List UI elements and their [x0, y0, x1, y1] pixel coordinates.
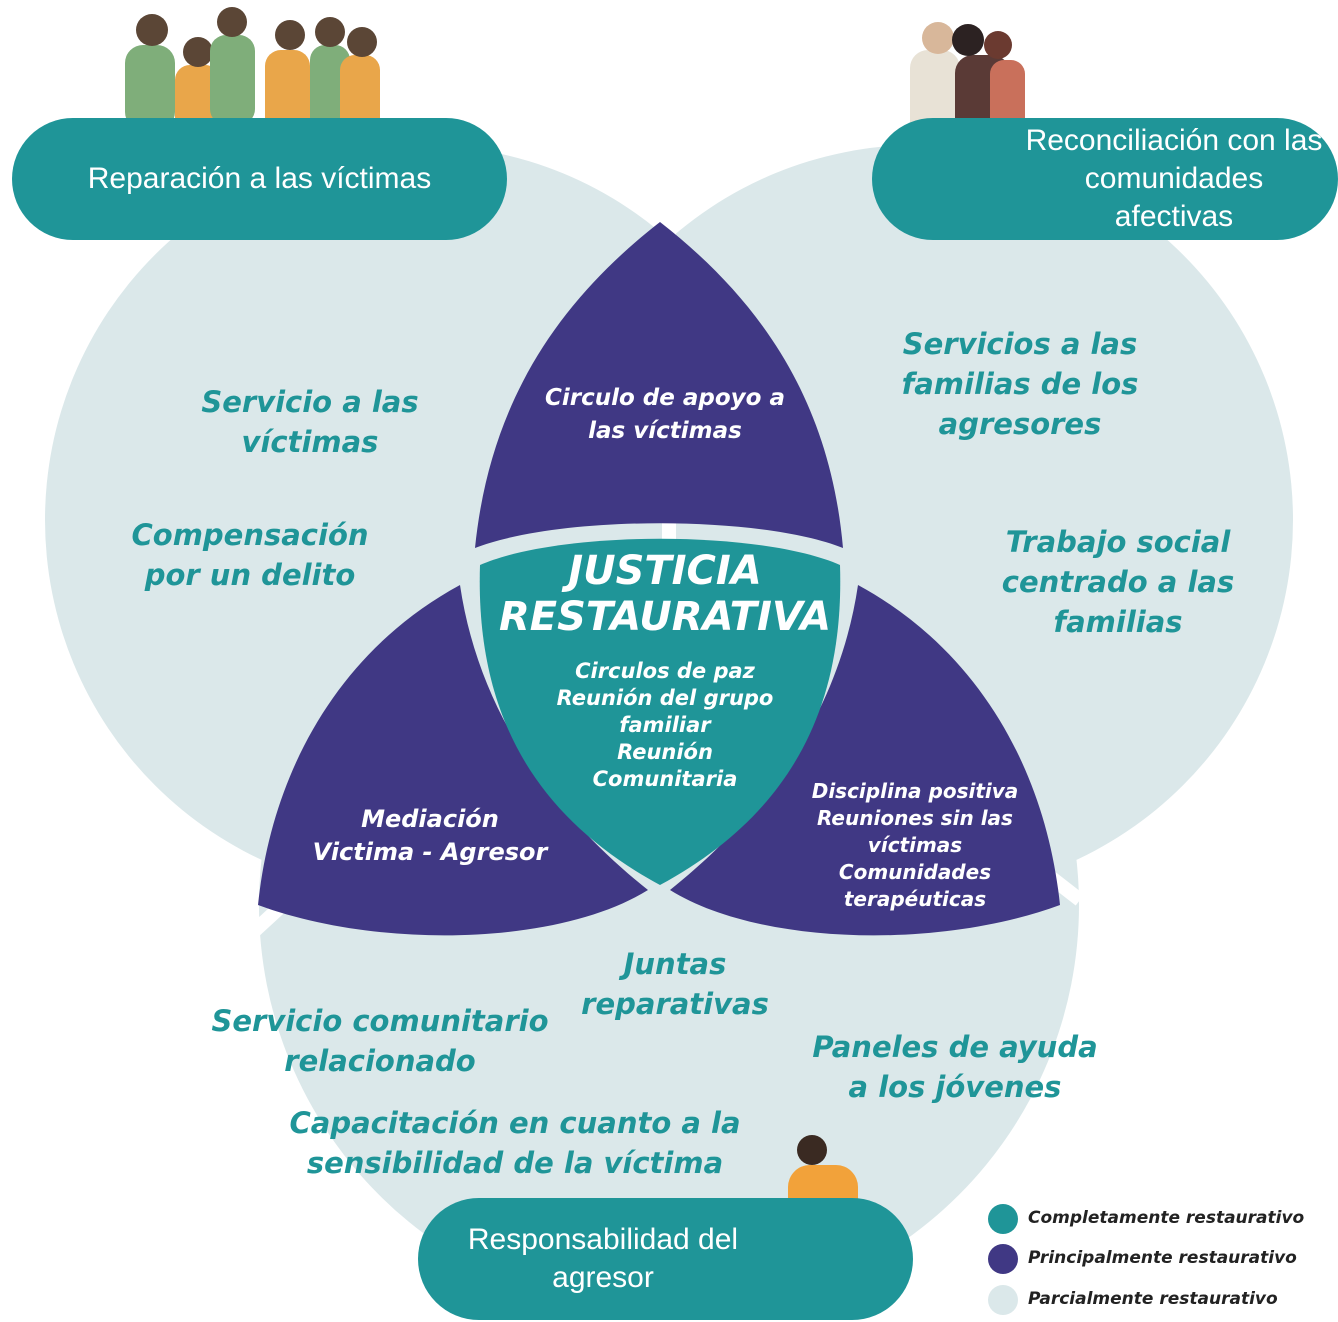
text-line: víctimas [241, 425, 379, 459]
offender-families-services-text: Servicios a las familias de los agresore… [870, 324, 1170, 444]
center-title: JUSTICIA RESTAURATIVA [490, 548, 840, 640]
offender-responsibility-pill: Responsabilidad del agresor [418, 1198, 913, 1320]
legend-label-completely: Completamente restaurativo [1028, 1208, 1305, 1228]
right-petal [670, 585, 1060, 936]
text-line: familias de los [901, 367, 1139, 401]
text-line: Servicio comunitario [211, 1004, 549, 1038]
text-line: Trabajo social [1005, 525, 1231, 559]
center-item: Reunión del grupo [556, 686, 774, 710]
family-social-work-text: Trabajo social centrado a las familias [968, 522, 1268, 642]
center-shape [479, 538, 841, 885]
right-petal-text: Disciplina positiva Reuniones sin las ví… [780, 778, 1050, 913]
text-line: familias [1053, 605, 1183, 639]
center-item: Comunitaria [592, 767, 738, 791]
text-line: Paneles de ayuda [812, 1030, 1098, 1064]
center-items: Circulos de paz Reunión del grupo famili… [520, 658, 810, 793]
pill-label: Reparación a las víctimas [87, 162, 432, 195]
petal-line: Circulo de apoyo a [545, 385, 785, 411]
pill-label: Reconciliación con las comunidades afect… [1025, 124, 1323, 233]
crime-compensation-text: Compensación por un delito [100, 515, 400, 595]
petal-line: víctimas [867, 833, 963, 857]
center-title-line: JUSTICIA [568, 548, 762, 594]
text-line: Servicios a las [902, 327, 1138, 361]
text-line: Juntas [623, 947, 727, 981]
legend-label-mainly: Principalmente restaurativo [1028, 1248, 1297, 1268]
text-line: reparativas [581, 987, 769, 1021]
petal-line: Comunidades [838, 860, 992, 884]
legend-dot-completely [988, 1204, 1018, 1234]
pill-label: Responsabilidad del agresor [467, 1223, 739, 1294]
center-title-line: RESTAURATIVA [498, 594, 832, 640]
petal-line: las víctimas [588, 418, 742, 444]
community-reconciliation-pill: Reconciliación con las comunidades afect… [872, 118, 1338, 240]
top-petal [475, 222, 843, 548]
victim-sensitivity-training-text: Capacitación en cuanto a la sensibilidad… [255, 1103, 775, 1183]
text-line: Compensación [131, 518, 369, 552]
legend-label-partially: Parcialmente restaurativo [1028, 1289, 1278, 1309]
legend-dot-mainly [988, 1244, 1018, 1274]
legend-dot-partially [988, 1285, 1018, 1315]
petal-line: Mediación [361, 805, 499, 833]
petal-line: terapéuticas [843, 887, 987, 911]
youth-aid-panels-text: Paneles de ayuda a los jóvenes [790, 1027, 1120, 1107]
petal-line: Disciplina positiva [811, 779, 1019, 803]
petal-line: Reuniones sin las [817, 806, 1013, 830]
text-line: sensibilidad de la víctima [306, 1146, 724, 1180]
victim-service-text: Servicio a las víctimas [160, 382, 460, 462]
text-line: relacionado [284, 1044, 476, 1078]
center-item: Reunión [617, 740, 713, 764]
text-line: centrado a las [1001, 565, 1235, 599]
left-petal [258, 585, 648, 936]
reparative-boards-text: Juntas reparativas [560, 944, 790, 1024]
victims-reparation-pill: Reparación a las víctimas [12, 118, 507, 240]
text-line: Servicio a las [201, 385, 419, 419]
text-line: agresores [938, 407, 1102, 441]
left-petal-text: Mediación Victima - Agresor [285, 803, 575, 869]
text-line: por un delito [144, 558, 356, 592]
text-line: Capacitación en cuanto a la [289, 1106, 741, 1140]
center-item: Circulos de paz [575, 659, 755, 683]
text-line: a los jóvenes [848, 1070, 1062, 1104]
community-service-text: Servicio comunitario relacionado [195, 1001, 565, 1081]
petal-line: Victima - Agresor [312, 838, 548, 866]
top-petal-text: Circulo de apoyo a las víctimas [520, 382, 810, 448]
center-item: familiar [619, 713, 711, 737]
